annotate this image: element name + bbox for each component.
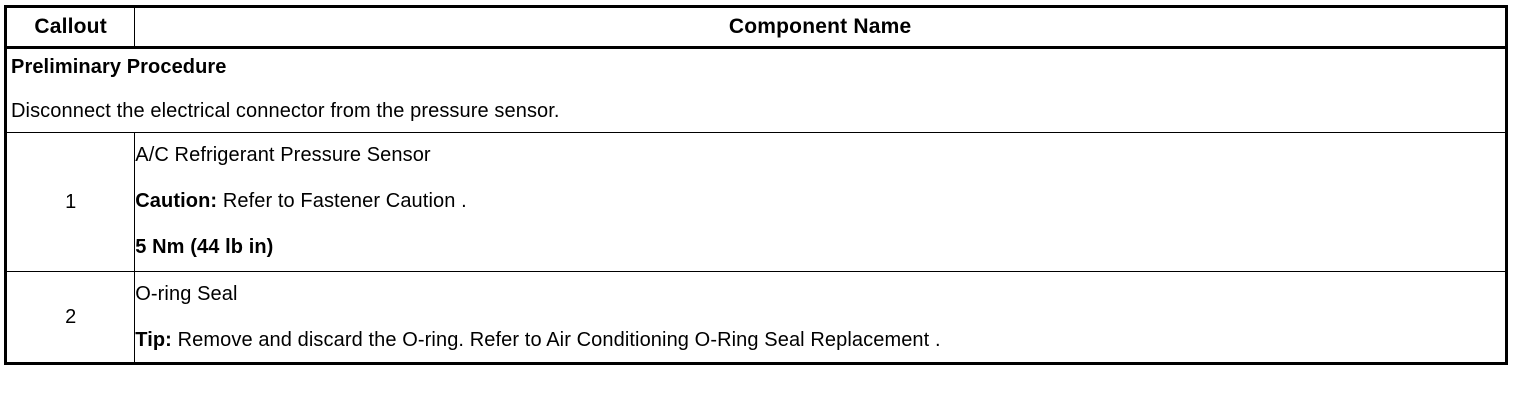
caution-note: Caution: Refer to Fastener Caution . xyxy=(135,189,1505,213)
preliminary-procedure-row: Preliminary Procedure Disconnect the ele… xyxy=(5,45,1507,134)
preliminary-procedure-step: Disconnect the electrical connector from… xyxy=(11,99,560,122)
preliminary-procedure-title: Preliminary Procedure xyxy=(11,56,227,78)
callout-number: 1 xyxy=(4,132,136,273)
tip-label: Tip: xyxy=(135,329,172,352)
tip-text: Remove and discard the O-ring. Refer to … xyxy=(171,329,941,352)
component-name-text: O-ring Seal xyxy=(135,283,238,306)
caution-text: Refer to Fastener Caution . xyxy=(217,190,467,213)
callout-number: 2 xyxy=(4,271,136,365)
preliminary-procedure-cell: Preliminary Procedure Disconnect the ele… xyxy=(5,45,1507,134)
component-detail-cell: A/C Refrigerant Pressure Sensor Caution:… xyxy=(134,132,1507,273)
component-name-text: A/C Refrigerant Pressure Sensor xyxy=(135,144,431,167)
torque-spec: 5 Nm (44 lb in) xyxy=(135,235,1505,259)
table-row: 1 A/C Refrigerant Pressure Sensor Cautio… xyxy=(4,132,1507,273)
column-header-component-name: Component Name xyxy=(134,6,1507,49)
column-header-callout: Callout xyxy=(4,6,136,49)
component-detail-cell: O-ring Seal Tip: Remove and discard the … xyxy=(134,271,1507,365)
caution-label: Caution: xyxy=(135,190,218,213)
torque-value: 5 Nm (44 lb in) xyxy=(135,236,274,259)
table-row: 2 O-ring Seal Tip: Remove and discard th… xyxy=(4,271,1507,365)
component-callout-table: Callout Component Name Preliminary Proce… xyxy=(4,5,1508,366)
tip-note: Tip: Remove and discard the O-ring. Refe… xyxy=(135,328,1505,352)
table-header-row: Callout Component Name xyxy=(4,6,1507,49)
